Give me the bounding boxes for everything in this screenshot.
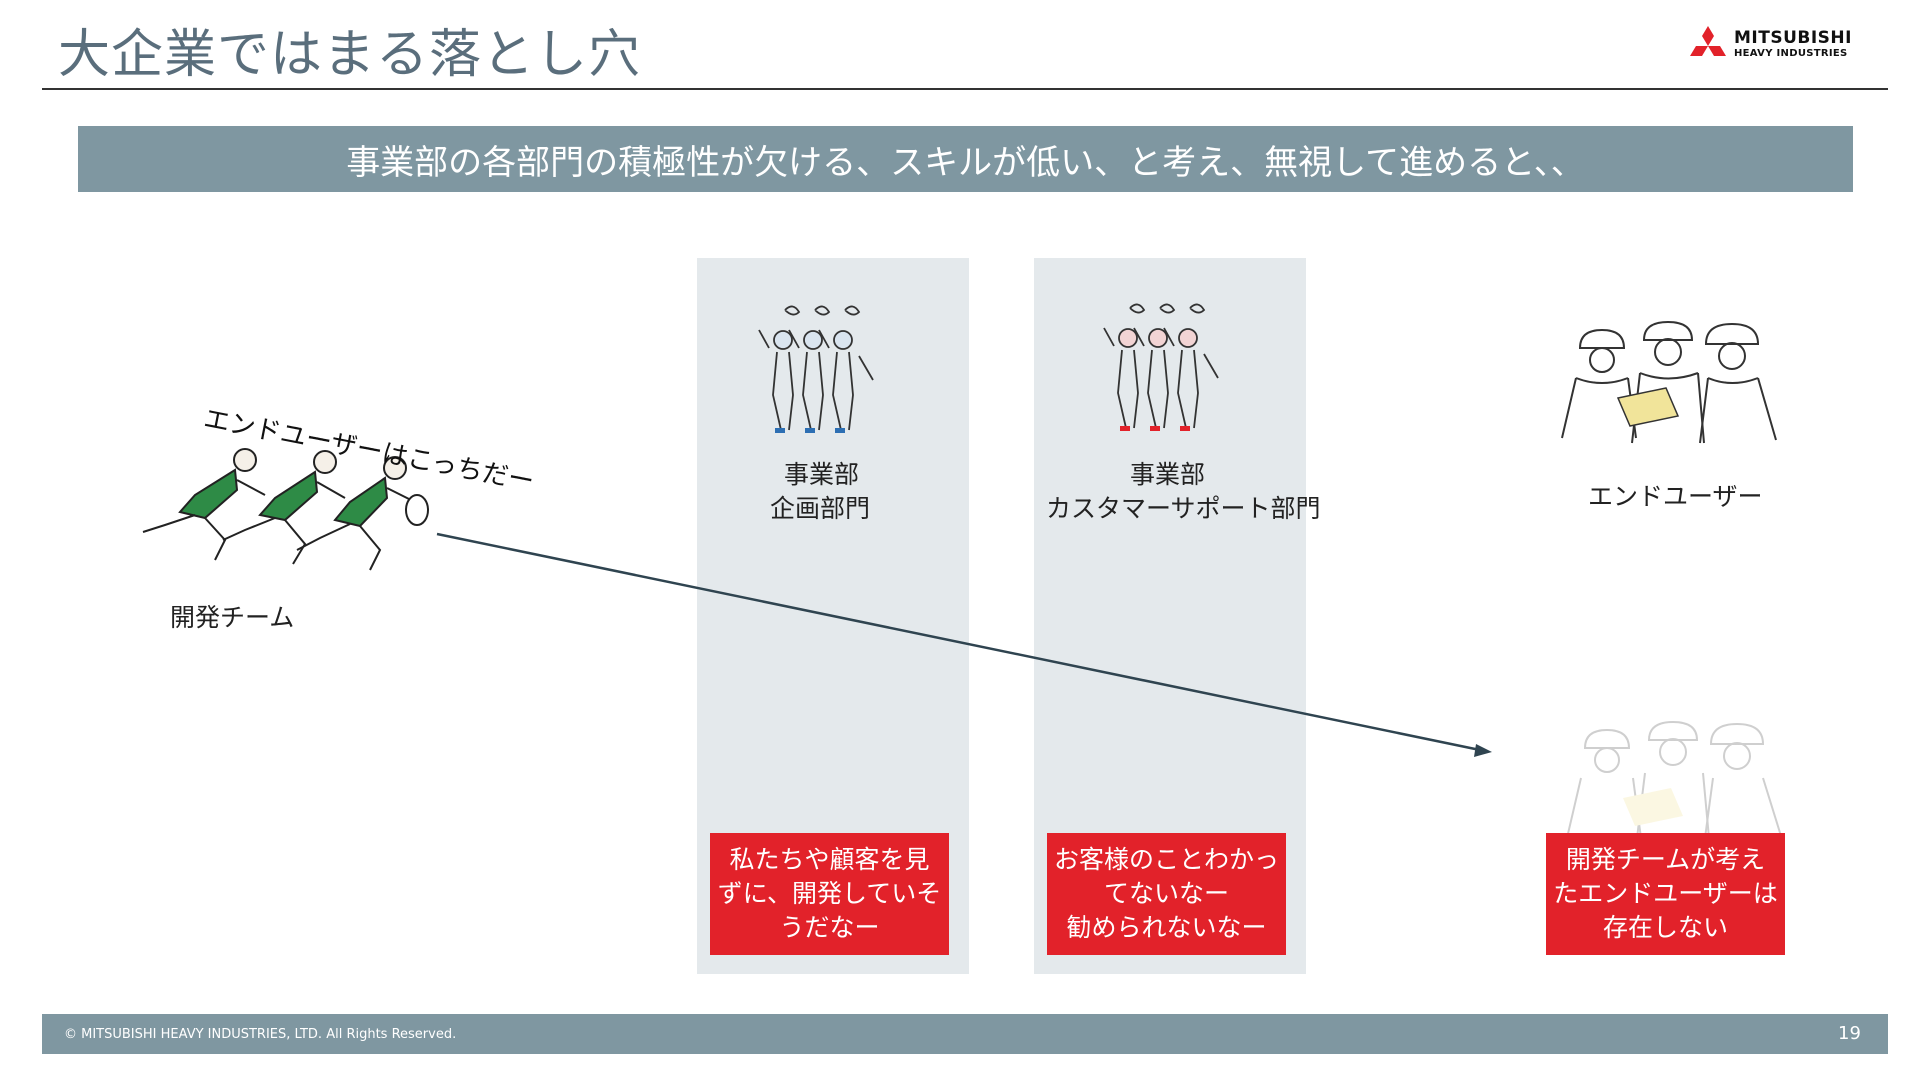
copyright-notice: © MITSUBISHI HEAVY INDUSTRIES, LTD. All … (64, 1027, 456, 1042)
support-comment-line3: 勧められないなー (1054, 911, 1279, 945)
support-dept-comment: お客様のことわかっ てないなー 勧められないなー (1047, 833, 1286, 955)
end-users-illustration (1540, 318, 1780, 446)
planning-dept-label-line2: 企画部門 (770, 492, 870, 526)
confused-support-staff-illustration (1100, 298, 1240, 440)
planning-dept-label-line1: 事業部 (784, 458, 859, 492)
planning-comment-line3: うだなー (718, 911, 942, 945)
planning-comment-line2: ずに、開発していそ (718, 877, 942, 911)
end-user-comment-line3: 存在しない (1553, 911, 1778, 945)
planning-comment-line1: 私たちや顧客を見 (718, 843, 942, 877)
imagined-end-users-faded-illustration (1545, 718, 1785, 838)
end-user-comment-line2: たエンドユーザーは (1553, 877, 1778, 911)
support-dept-label-line2: カスタマーサポート部門 (1046, 492, 1321, 526)
confused-planners-illustration (755, 300, 895, 442)
end-user-comment-line1: 開発チームが考え (1553, 843, 1778, 877)
planning-dept-comment: 私たちや顧客を見 ずに、開発していそ うだなー (710, 833, 949, 955)
support-dept-label-line1: 事業部 (1130, 458, 1205, 492)
support-comment-line1: お客様のことわかっ (1054, 843, 1279, 877)
end-user-label: エンドユーザー (1588, 480, 1763, 514)
page-number: 19 (1838, 1023, 1861, 1044)
support-comment-line2: てないなー (1054, 877, 1279, 911)
end-user-comment: 開発チームが考え たエンドユーザーは 存在しない (1546, 833, 1785, 955)
